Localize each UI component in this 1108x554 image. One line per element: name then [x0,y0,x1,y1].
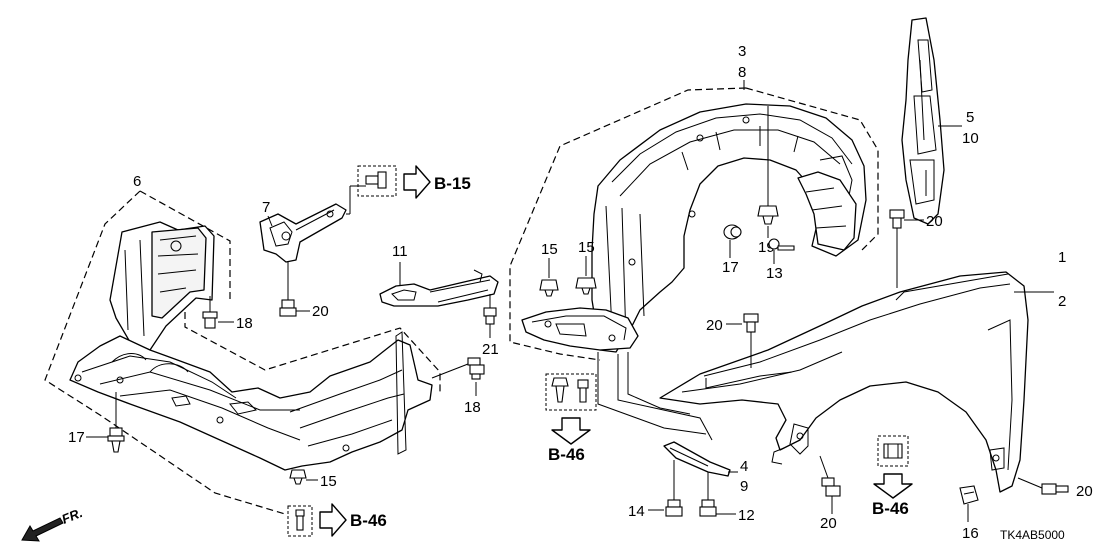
bolt-20-top-right [889,209,905,229]
callout-8: 8 [738,64,746,81]
callout-18-right: 18 [464,399,481,416]
callout-12: 12 [738,507,755,524]
engine-under-cover [69,331,433,471]
front-direction-arrow [21,517,64,542]
fender-liner-rear-section [797,171,857,251]
bolt-20-right [1041,483,1069,495]
ref-b46-fastener-box [287,505,313,537]
bolt-18-right [467,357,485,380]
bracket-4-9 [663,441,731,477]
ref-b15-arrow [403,165,431,199]
clip-17-right [723,224,742,240]
bolt-20-bracket [279,299,297,317]
callout-20-bracket: 20 [312,303,329,320]
callout-7: 7 [262,199,270,216]
ref-b46-fastener-box-right [877,435,909,467]
ref-b46-bottom: B-46 [350,511,387,530]
callout-9: 9 [740,478,748,495]
drawing-code: TK4AB5000 [1000,528,1065,542]
callout-2: 2 [1058,293,1066,310]
bolt-20-bottom [821,477,841,497]
front-splash-plate [521,307,639,351]
ref-b46-arrow-bottom [319,503,347,537]
callout-14: 14 [628,503,645,520]
clip-16 [959,485,979,505]
ref-b46-fastener-box-middle [545,373,597,411]
callout-15-right: 15 [578,239,595,256]
bolt-18-left [202,311,218,329]
bolt-17-left [107,392,125,453]
clip-15-left [539,279,559,297]
callout-20-top-right: 20 [926,213,943,230]
clip-19 [757,205,779,225]
callout-20-bottom: 20 [820,515,837,532]
callout-1: 1 [1058,249,1066,266]
clip-15-bottom [289,469,307,485]
callout-17-left: 17 [68,429,85,446]
air-duct-11 [379,269,499,307]
ref-b46-arrow-right [873,473,913,499]
ref-b46-right: B-46 [872,499,909,518]
bolt-12 [699,499,717,517]
front-label: FR. [60,505,85,527]
callout-3: 3 [738,43,746,60]
front-splash-shield [109,221,215,351]
pillar-trim-5-10 [901,17,945,225]
callout-17-right: 17 [722,259,739,276]
callout-20-right: 20 [1076,483,1093,500]
callout-15-left: 15 [541,241,558,258]
ref-b15: B-15 [434,174,471,193]
bolt-20-middle [743,313,759,333]
callout-5: 5 [966,109,974,126]
fender-liner-group-outline [509,87,879,361]
callout-15-bottom: 15 [320,473,337,490]
callout-16: 16 [962,525,979,542]
bolt-14 [665,499,683,517]
callout-20-middle: 20 [706,317,723,334]
callout-4: 4 [740,458,748,475]
callout-13: 13 [766,265,783,282]
screw-13 [768,238,795,251]
bracket-7 [259,203,347,263]
clip-15-right [575,277,597,295]
ref-b15-fastener-box [357,165,397,197]
callout-18-left: 18 [236,315,253,332]
under-cover-group-outline [44,190,441,515]
front-fender [659,271,1029,493]
callout-21: 21 [482,341,499,358]
callout-11: 11 [392,243,408,260]
ref-b46-middle: B-46 [548,445,585,464]
bolt-21 [483,307,497,325]
ref-b46-arrow-middle [551,417,591,445]
callout-10: 10 [962,130,979,147]
callout-6: 6 [133,173,141,190]
